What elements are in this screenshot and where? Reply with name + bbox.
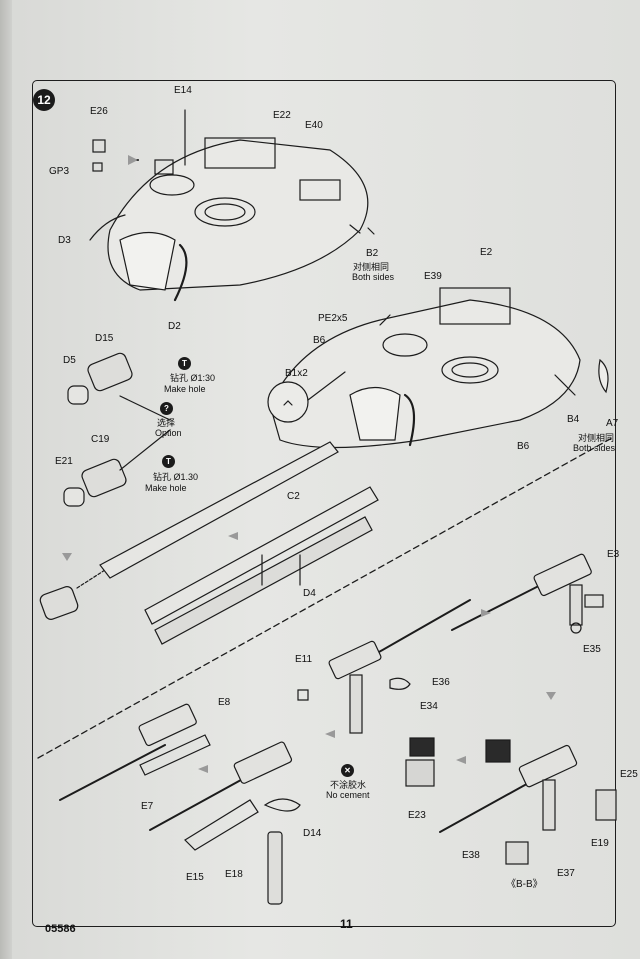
part-label: GP3	[49, 166, 70, 177]
part-label: E7	[141, 801, 154, 812]
part-label: E38	[462, 850, 480, 861]
part-label: D5	[63, 355, 76, 366]
ammo-boxes	[405, 737, 617, 821]
part-label: D4	[303, 588, 316, 599]
note-both-sides-en: Both sides	[352, 272, 395, 282]
part-label: E35	[583, 644, 601, 655]
machine-gun-bottom-right	[439, 744, 578, 865]
note-no-cement-en: No cement	[326, 790, 370, 800]
part-label: E14	[174, 85, 192, 96]
note-option-en: Option	[155, 428, 182, 438]
part-label: E19	[591, 838, 609, 849]
question-icon: ?	[160, 402, 173, 415]
machine-gun-middle	[297, 599, 471, 734]
part-label: E15	[186, 872, 204, 883]
part-label: E22	[273, 110, 291, 121]
part-label: E40	[305, 120, 323, 131]
machine-gun-left	[59, 703, 211, 801]
part-label: E36	[432, 677, 450, 688]
flow-arrows	[62, 155, 556, 773]
part-label: D3	[58, 235, 71, 246]
part-label: E23	[408, 810, 426, 821]
part-label: PE2x5	[318, 313, 348, 324]
part-label: B6	[517, 441, 530, 452]
note-no-cement-cn: 不涂胶水	[330, 780, 367, 790]
turret-upper	[89, 109, 375, 302]
drill-icon: T	[162, 455, 175, 468]
barrel-sleeves	[39, 352, 171, 620]
part-label: E2	[480, 247, 493, 258]
part-label: E25	[620, 769, 638, 780]
note-make-hole-cn: 钻孔 Ø1.30	[153, 472, 199, 482]
part-label: B1x2	[285, 368, 308, 379]
note-both-sides-cn: 对侧相同	[578, 433, 615, 443]
part-label: E39	[424, 271, 442, 282]
part-label: E34	[420, 701, 438, 712]
part-label: A7	[606, 418, 619, 429]
machine-gun-bottom	[149, 741, 301, 905]
part-label: E18	[225, 869, 243, 880]
machine-gun-right	[451, 553, 604, 634]
part-label: E8	[218, 697, 231, 708]
no-glue-icon: ✕	[341, 764, 354, 777]
gun-barrel	[99, 441, 379, 645]
note-option-cn: 选择	[157, 418, 176, 428]
kit-number: 05586	[45, 923, 76, 935]
step-number: 12	[33, 89, 55, 111]
part-label: B2	[366, 248, 379, 259]
page-spine	[0, 0, 12, 959]
part-label: E37	[557, 868, 575, 879]
step-divider	[37, 437, 613, 759]
note-both-sides-en: Both sides	[573, 443, 616, 453]
part-label: D14	[303, 828, 322, 839]
note-make-hole-en: Make hole	[164, 384, 206, 394]
step-frame	[32, 80, 616, 927]
part-label: E21	[55, 456, 73, 467]
part-label: C2	[287, 491, 300, 502]
part-label: B6	[313, 335, 326, 346]
part-label: C19	[91, 434, 110, 445]
section-label: 《B-B》	[506, 879, 543, 890]
part-label: D15	[95, 333, 114, 344]
note-make-hole-en: Make hole	[145, 483, 187, 493]
turret-lower	[267, 287, 609, 449]
part-label: B4	[567, 414, 580, 425]
part-label: D2	[168, 321, 181, 332]
part-label: E3	[607, 549, 620, 560]
drill-icon: T	[178, 357, 191, 370]
note-both-sides-cn: 对侧相同	[353, 262, 390, 272]
part-label: E11	[295, 654, 313, 665]
note-make-hole-cn: 钻孔 Ø1:30	[170, 373, 216, 383]
part-label: E26	[90, 106, 108, 117]
page-number: 11	[340, 917, 353, 931]
